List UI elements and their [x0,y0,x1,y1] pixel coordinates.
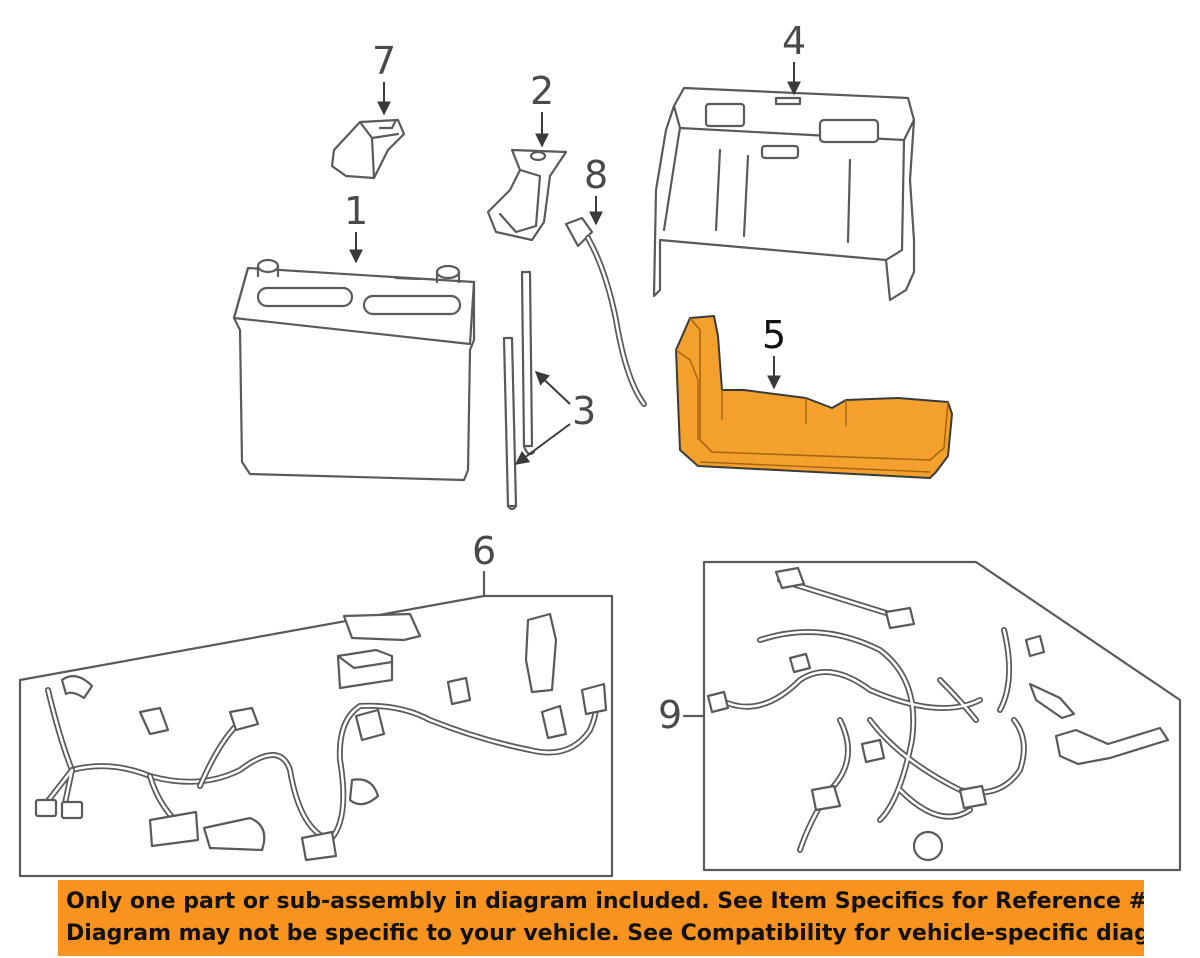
callout-5: 5 [762,313,786,357]
callout-2: 2 [530,69,554,113]
callout-6: 6 [472,529,496,573]
disclaimer-banner: Only one part or sub-assembly in diagram… [58,880,1144,956]
callout-3-arrow-upper [534,371,571,405]
hold-down-clamp-part [486,148,568,242]
callout-3-arrow-lower [514,423,571,465]
battery-cover-part [652,86,916,302]
callout-1: 1 [344,189,368,233]
engine-harness-panel [702,560,1182,872]
callout-7: 7 [372,39,396,83]
disclaimer-line-1: Only one part or sub-assembly in diagram… [66,889,1144,914]
hold-down-rods-part [502,270,536,511]
callout-4: 4 [782,19,806,63]
callout-8: 8 [584,153,608,197]
battery-tray-part [675,315,953,479]
battery-part [232,258,476,482]
ground-cable-part [564,216,647,407]
wire-harness-panel [18,594,614,878]
disclaimer-line-2: Diagram may not be specific to your vehi… [66,921,1144,946]
callout-3: 3 [572,389,596,433]
callout-9: 9 [658,693,682,737]
terminal-cover-part [330,118,406,180]
parts-diagram: 7 1 2 3 8 [18,19,1182,878]
